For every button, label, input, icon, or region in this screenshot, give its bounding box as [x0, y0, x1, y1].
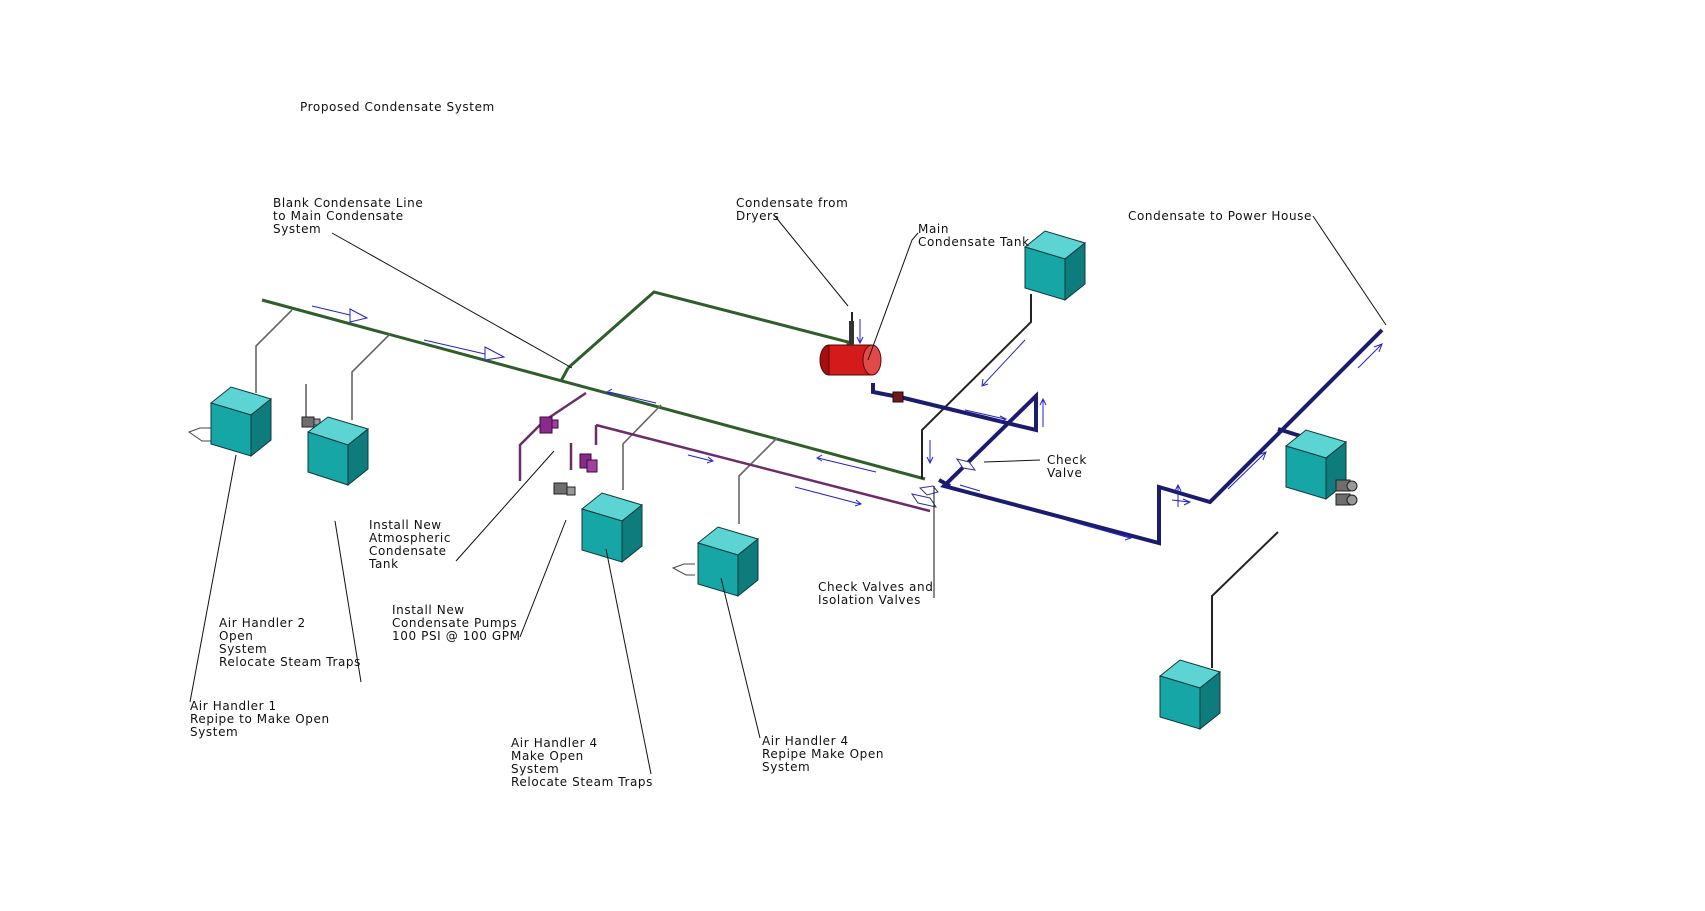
- label-line: Make Open: [511, 749, 584, 763]
- air-handler-2-icon: [306, 416, 370, 487]
- label-line: Tank: [368, 557, 399, 571]
- condensate-pumps-icon: [301, 416, 598, 496]
- label-line: System: [273, 222, 321, 236]
- purple-condensate-line: [518, 391, 931, 513]
- label-line: Repipe Make Open: [762, 747, 884, 761]
- label-line: Blank Condensate Line: [273, 196, 423, 210]
- label-line: Condensate to Power House: [1128, 209, 1312, 223]
- label-line: Condensate: [369, 544, 447, 558]
- label-line: Condensate Pumps: [392, 616, 517, 630]
- label-air-handler-2: Air Handler 2 Open System Relocate Steam…: [219, 616, 361, 669]
- label-line: Atmospheric: [369, 531, 451, 545]
- label-line: Valve: [1047, 466, 1082, 480]
- flow-arrows: [311, 305, 1383, 541]
- label-line: Relocate Steam Traps: [219, 655, 361, 669]
- label-line: System: [190, 725, 238, 739]
- check-valve-icon: [910, 493, 938, 508]
- steam-traps: [187, 427, 695, 576]
- diagram-title: Proposed Condensate System: [300, 100, 495, 114]
- label-line: Check Valves and: [818, 580, 933, 594]
- air-handler-4-repipe-icon: [696, 526, 760, 598]
- label-line: Install New: [392, 603, 465, 617]
- label-line: Isolation Valves: [818, 593, 921, 607]
- label-air-handler-4-repipe: Air Handler 4 Repipe Make Open System: [762, 734, 884, 774]
- top-right-unit-icon: [1023, 230, 1087, 302]
- label-line: System: [511, 762, 559, 776]
- air-handler-drop-lines: [255, 309, 778, 524]
- label-line: Condensate from: [736, 196, 848, 210]
- label-line: Dryers: [736, 209, 779, 223]
- label-line: Condensate Tank: [918, 235, 1030, 249]
- atmospheric-tank-icon: [539, 416, 559, 434]
- label-line: Air Handler 1: [190, 699, 277, 713]
- isolation-valve-icon: [918, 485, 939, 496]
- label-air-handler-1: Air Handler 1 Repipe to Make Open System: [190, 699, 330, 739]
- label-line: Install New: [369, 518, 442, 532]
- label-line: to Main Condensate: [273, 209, 404, 223]
- label-line: Air Handler 4: [511, 736, 598, 750]
- label-line: Air Handler 2: [219, 616, 306, 630]
- label-condensate-pumps: Install New Condensate Pumps 100 PSI @ 1…: [392, 603, 521, 643]
- main-condensate-tank-icon: [819, 321, 882, 376]
- label-line: System: [219, 642, 267, 656]
- air-handler-4-make-open-icon: [580, 492, 644, 564]
- label-line: Open: [219, 629, 253, 643]
- label-line: Air Handler 4: [762, 734, 849, 748]
- label-line: Repipe to Make Open: [190, 712, 330, 726]
- label-blank-condensate-line: Blank Condensate Line to Main Condensate…: [273, 196, 423, 236]
- label-condensate-from-dryers: Condensate from Dryers: [736, 196, 848, 223]
- bottom-right-unit-icon: [1158, 659, 1222, 731]
- black-return-line: [851, 294, 1279, 668]
- valve-icon: [892, 391, 904, 403]
- label-main-condensate-tank: Main Condensate Tank: [918, 222, 1030, 249]
- check-valve-icon: [955, 458, 977, 471]
- label-line: 100 PSI @ 100 GPM: [392, 629, 521, 643]
- label-line: Main: [918, 222, 949, 236]
- label-condensate-to-power-house: Condensate to Power House: [1128, 209, 1312, 223]
- label-line: Check: [1047, 453, 1087, 467]
- power-house-unit-icon: [1284, 429, 1358, 506]
- leader-lines: [189, 214, 1387, 775]
- label-check-isolation-valves: Check Valves and Isolation Valves: [818, 580, 933, 607]
- label-line: Relocate Steam Traps: [511, 775, 653, 789]
- label-atmospheric-tank: Install New Atmospheric Condensate Tank: [368, 518, 451, 571]
- air-handler-1-icon: [209, 386, 273, 458]
- label-air-handler-4-make-open: Air Handler 4 Make Open System Relocate …: [511, 736, 653, 789]
- label-check-valve: Check Valve: [1047, 453, 1087, 480]
- label-line: System: [762, 760, 810, 774]
